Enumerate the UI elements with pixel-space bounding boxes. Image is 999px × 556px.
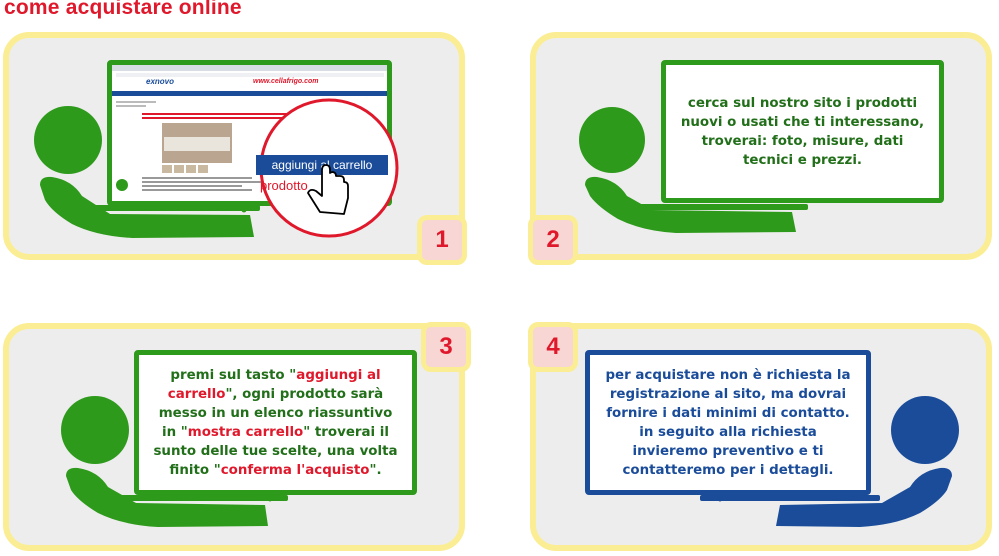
- step-3-text-part: " troverai il sunto delle tue scelte, un…: [153, 424, 398, 478]
- step-2-text: cerca sul nostro sito i prodotti nuovi o…: [680, 95, 925, 168]
- site-logo: exnovo: [146, 77, 175, 86]
- step-2-badge: 2: [528, 215, 578, 265]
- step-3-text-part: premi sul tasto ": [170, 367, 297, 383]
- step-4-text: per acquistare non è richiesta la regist…: [605, 367, 851, 478]
- step-3-badge: 3: [421, 322, 471, 372]
- product-label-zoomed: prodotto: [260, 178, 308, 193]
- add-to-cart-button-zoomed: aggiungi al carrello: [256, 155, 388, 175]
- step-1-badge: 1: [417, 215, 467, 265]
- monitor-3-screen: premi sul tasto "aggiungi al carrello", …: [134, 350, 417, 495]
- person-2-icon: [579, 107, 808, 233]
- person-3-icon: [61, 396, 288, 527]
- monitor-2-screen: cerca sul nostro sito i prodotti nuovi o…: [661, 60, 944, 203]
- step-3-text-part: ", ogni prodotto sarà messo in un elenco…: [158, 386, 393, 440]
- person-1-icon: [34, 106, 260, 238]
- website-screenshot-image: [112, 65, 387, 191]
- step-3-text-part: ".: [369, 462, 382, 478]
- confirm-purchase-highlight: conferma l'acquisto: [220, 462, 370, 478]
- step-4-badge: 4: [528, 322, 578, 372]
- show-cart-highlight: mostra carrello: [187, 424, 304, 440]
- add-to-cart-highlight: aggiungi al carrello: [167, 367, 381, 402]
- site-url: www.cellafrigo.com: [253, 78, 319, 85]
- monitor-4-screen: per acquistare non è richiesta la regist…: [585, 350, 871, 495]
- page-title: come acquistare online: [4, 0, 242, 19]
- person-4-icon: [700, 396, 959, 527]
- step-3-text: premi sul tasto "aggiungi al carrello", …: [139, 355, 412, 490]
